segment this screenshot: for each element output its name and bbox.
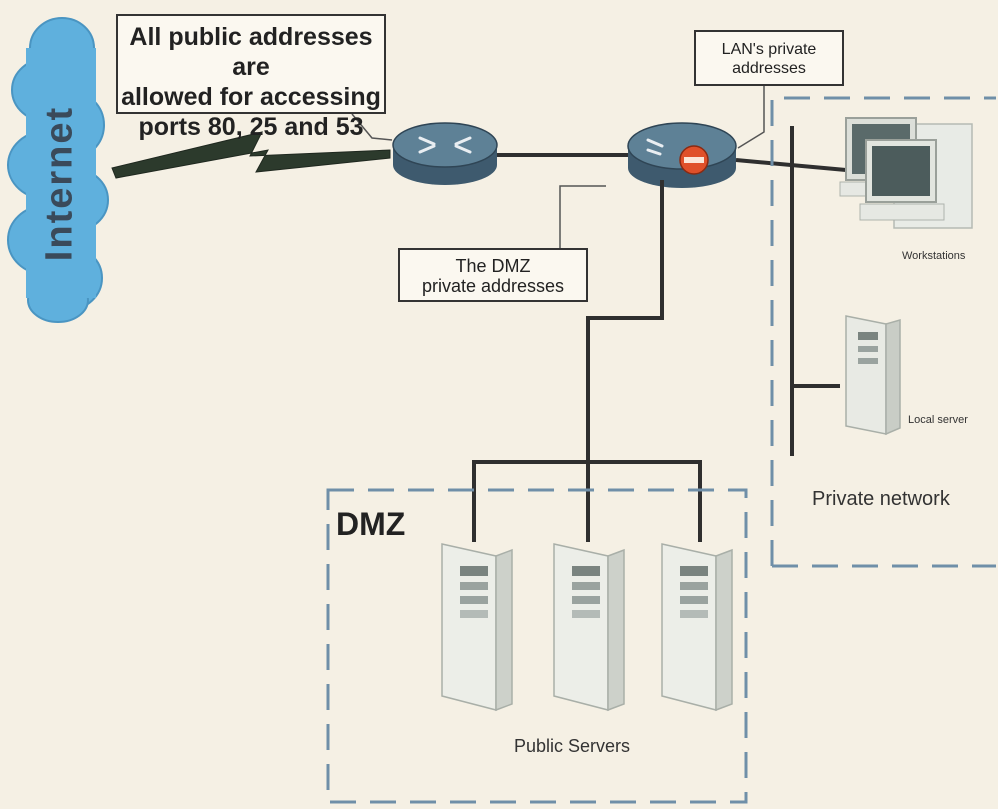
- public-callout-line-2: allowed for accessing: [121, 83, 381, 111]
- lan-callout-pointer: [737, 86, 765, 149]
- lan-callout-line-2: addresses: [732, 60, 806, 77]
- public-callout-line-3: ports 80, 25 and 53: [138, 113, 364, 141]
- public-servers-label: Public Servers: [514, 736, 631, 756]
- public-access-callout: All public addresses are allowed for acc…: [116, 14, 386, 141]
- workstation-icon: [839, 117, 973, 229]
- dmz-callout-pointer: [559, 185, 606, 248]
- lan-callout-line-1: LAN's private: [721, 41, 817, 58]
- lan-addresses-callout: LAN's private addresses: [694, 30, 844, 86]
- workstations-label: Workstations: [902, 250, 966, 262]
- firewall-router-icon: [627, 122, 737, 188]
- firewall-to-dmz-link: [586, 180, 664, 462]
- local-server-icon: [845, 315, 901, 436]
- dmz-zone-label: DMZ: [336, 506, 406, 542]
- dmz-zone: [326, 488, 748, 804]
- public-server-3-icon: [661, 543, 733, 712]
- public-callout-line-1: All public addresses are: [129, 23, 373, 81]
- private-network-zone: [770, 96, 996, 568]
- internet-label: Internet: [38, 105, 81, 262]
- public-server-1-icon: [441, 543, 513, 712]
- public-callout-pointer: [351, 113, 393, 141]
- dmz-addresses-callout: The DMZ private addresses: [398, 248, 588, 302]
- public-server-2-icon: [553, 543, 625, 712]
- wan-link: [111, 131, 391, 179]
- internet-cloud-icon: [7, 17, 109, 323]
- private-network-label: Private network: [812, 488, 950, 510]
- dmz-callout-line-2: private addresses: [421, 276, 565, 296]
- dmz-callout-line-1: The DMZ: [455, 256, 531, 276]
- router-icon: [392, 122, 498, 185]
- local-server-label: Local server: [908, 414, 968, 426]
